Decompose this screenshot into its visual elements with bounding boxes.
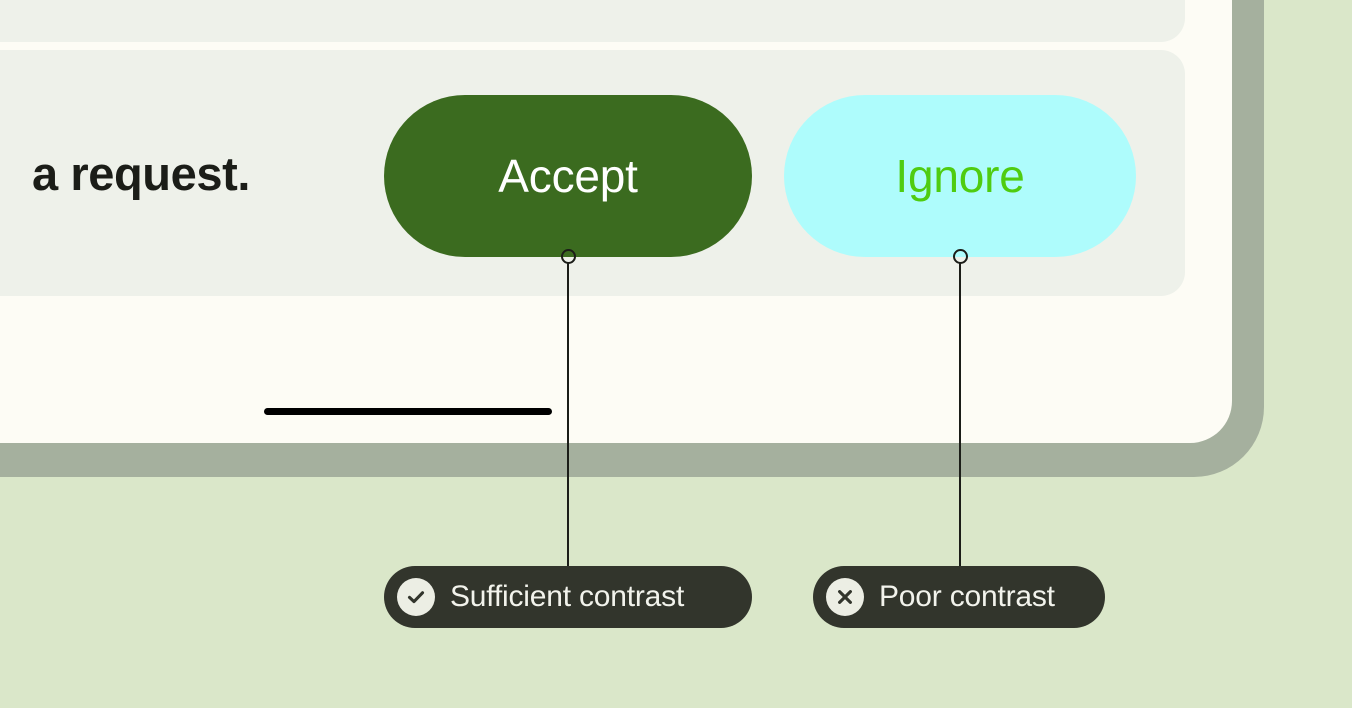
accept-button[interactable]: Accept — [384, 95, 752, 257]
check-circle-icon — [397, 578, 435, 616]
annotation-badge-sufficient: Sufficient contrast — [384, 566, 752, 628]
content-panel-upper — [0, 0, 1185, 42]
annotation-label-poor: Poor contrast — [879, 580, 1055, 613]
annotation-badge-poor: Poor contrast — [813, 566, 1105, 628]
headline-text: a request. — [31, 147, 250, 200]
annotation-label-sufficient: Sufficient contrast — [450, 580, 685, 613]
underline-rule — [264, 408, 552, 415]
x-circle-icon — [826, 578, 864, 616]
ignore-button[interactable]: Ignore — [784, 95, 1136, 257]
